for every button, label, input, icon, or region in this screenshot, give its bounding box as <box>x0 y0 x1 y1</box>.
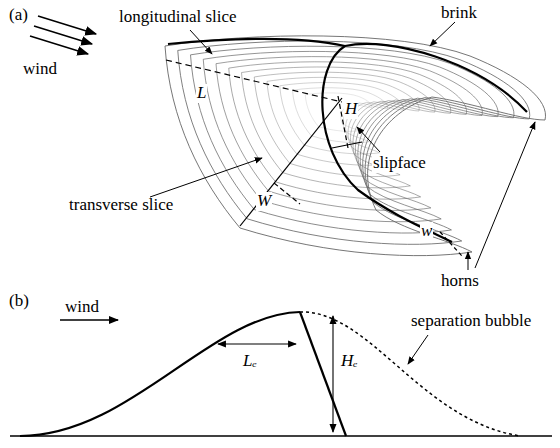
wind-arrow <box>60 319 118 320</box>
transverse-slice <box>240 98 342 226</box>
dune-profile <box>20 312 300 436</box>
contour-line <box>254 72 435 176</box>
label-text: transverse slice <box>68 196 174 215</box>
label-text: separation bubble <box>410 312 532 331</box>
bubble-leader <box>408 335 428 364</box>
label-text: longitudinal slice <box>118 8 238 27</box>
label-text: (b) <box>8 292 30 311</box>
label-text: slipface <box>372 154 427 173</box>
label-text: Lₑ <box>242 352 258 371</box>
ground-line <box>10 435 552 437</box>
contour-line <box>267 77 419 165</box>
longitudinal-slice <box>166 60 342 102</box>
contour-line <box>293 88 388 143</box>
wind-arrows <box>30 16 96 54</box>
separation-bubble <box>300 312 520 436</box>
contour-lines <box>165 36 546 256</box>
slipface-profile <box>300 312 346 436</box>
contour-line <box>178 41 530 244</box>
label-text: L <box>196 84 207 103</box>
label-text: wind <box>22 60 58 79</box>
label-text: w <box>420 222 433 241</box>
height-arrow <box>332 316 333 432</box>
label-text: W <box>256 192 272 211</box>
label-text: horns <box>440 272 480 291</box>
label-text: H <box>344 100 358 119</box>
contour-line <box>216 57 482 211</box>
contour-line <box>165 36 546 256</box>
label-text: wind <box>64 298 100 317</box>
length-arrow <box>218 343 296 344</box>
height-tick <box>332 142 362 148</box>
horn-width-marker <box>440 232 462 256</box>
leader-lines <box>150 22 535 270</box>
contour-line <box>242 67 451 188</box>
label-text: (a) <box>8 6 29 25</box>
label-text: Hₑ <box>340 352 359 371</box>
width-marker <box>274 183 300 204</box>
contour-line <box>280 83 404 154</box>
contour-line <box>191 46 514 233</box>
brink-line <box>168 39 345 46</box>
contour-line <box>203 51 498 221</box>
slipface-line <box>322 44 527 242</box>
label-text: brink <box>440 4 478 23</box>
